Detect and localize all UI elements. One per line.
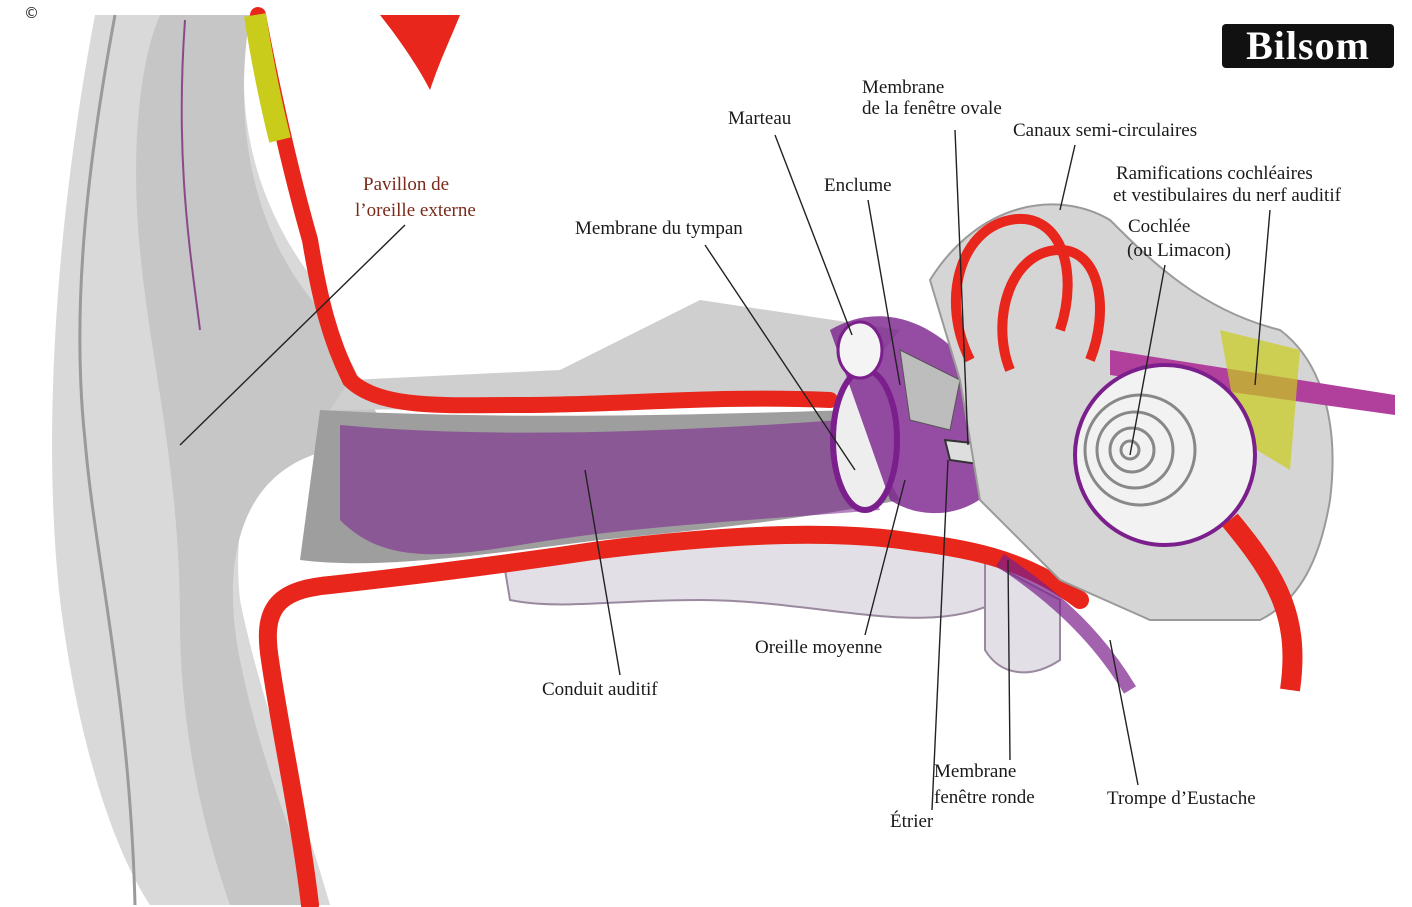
label-conduit: Conduit auditif	[542, 679, 658, 701]
label-ramif-2: et vestibulaires du nerf auditif	[1113, 185, 1341, 207]
leader-marteau	[775, 135, 852, 335]
label-pavillon-2: l’oreille externe	[355, 200, 476, 222]
label-tympan: Membrane du tympan	[575, 218, 743, 240]
label-eustache: Trompe d’Eustache	[1107, 788, 1256, 810]
label-moyenne: Oreille moyenne	[755, 637, 882, 659]
bilsom-logo: Bilsom	[1222, 24, 1394, 68]
label-ovale-2: de la fenêtre ovale	[862, 98, 1002, 120]
label-canaux: Canaux semi-circulaires	[1013, 120, 1197, 142]
label-etrier: Étrier	[890, 811, 933, 833]
label-cochlee-2: (ou Limacon)	[1127, 240, 1231, 262]
copyright-mark: ©	[24, 4, 39, 22]
label-marteau: Marteau	[728, 108, 791, 130]
top-yellow-band	[255, 15, 280, 140]
label-pavillon-1: Pavillon de	[363, 174, 449, 196]
leader-canaux	[1060, 145, 1075, 210]
label-ramif-1: Ramifications cochléaires	[1116, 163, 1313, 185]
label-enclume: Enclume	[824, 175, 892, 197]
label-ronde-2: fenêtre ronde	[934, 787, 1035, 809]
label-ovale-1: Membrane	[862, 77, 944, 99]
label-cochlee-1: Cochlée	[1128, 216, 1190, 238]
label-ronde-1: Membrane	[934, 761, 1016, 783]
top-red-fold	[380, 15, 460, 90]
leader-eustache	[1110, 640, 1138, 785]
cochlea-outer	[1075, 365, 1255, 545]
malleus	[838, 322, 882, 378]
